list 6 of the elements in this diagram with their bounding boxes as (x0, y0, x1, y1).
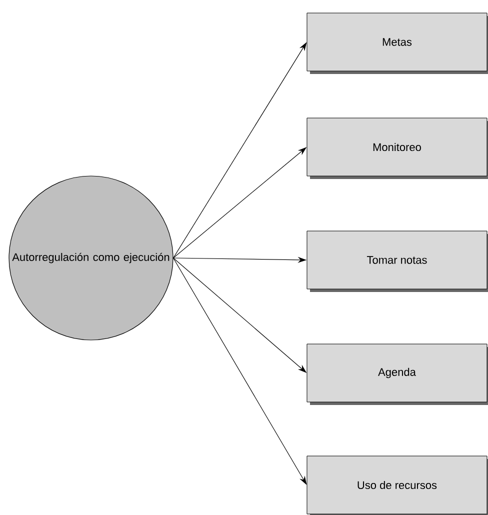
process-box: Tomar notas (306, 230, 488, 292)
process-box: Metas (306, 12, 488, 74)
process-box: Monitoreo (306, 118, 488, 179)
process-box: Uso de recursos (306, 456, 488, 515)
circle-node: Autorregulación como ejecución (8, 176, 174, 340)
process-box: Agenda (306, 344, 488, 405)
